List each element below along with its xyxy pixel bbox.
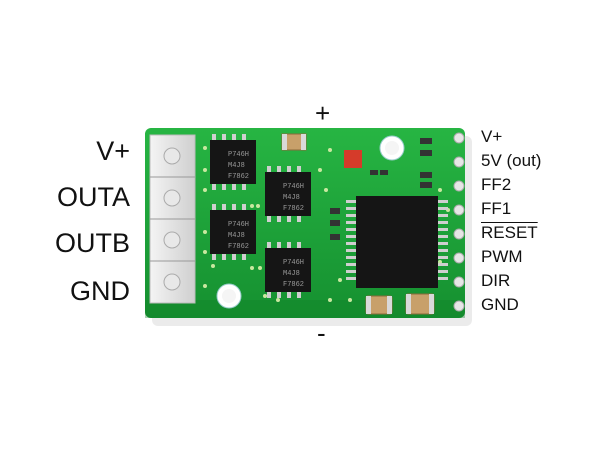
terminal-block bbox=[149, 134, 196, 304]
pin-label-ff2: FF2 bbox=[481, 175, 512, 194]
pin-label-ff1: FF1 bbox=[481, 199, 512, 218]
pin-label-pwm: PWM bbox=[481, 247, 523, 266]
chip-marking: F7862 bbox=[228, 243, 249, 251]
terminal-pad bbox=[163, 147, 181, 165]
chip-marking: P746H bbox=[283, 259, 304, 267]
pin-label-gnd: GND bbox=[70, 276, 130, 306]
chip-marking: P746H bbox=[283, 183, 304, 191]
pin-label-outb: OUTB bbox=[54, 228, 130, 258]
pin-label-dir: DIR bbox=[481, 271, 511, 290]
chip-marking: M4J8 bbox=[228, 232, 245, 240]
terminal-pad bbox=[163, 189, 181, 207]
mosfet-chip bbox=[265, 242, 311, 298]
mosfet-chip bbox=[210, 134, 256, 190]
pin-label-gnd-right: GND bbox=[481, 295, 519, 314]
chip-marking: M4J8 bbox=[283, 194, 300, 202]
pin-label-outa: OUTA bbox=[57, 182, 130, 212]
chip-marking: M4J8 bbox=[283, 270, 300, 278]
chip-marking: F7862 bbox=[283, 205, 304, 213]
driver-ic bbox=[346, 196, 448, 288]
via-pattern bbox=[203, 146, 450, 302]
pin-label-v-plus: V+ bbox=[96, 136, 130, 166]
mounting-hole-inner bbox=[385, 141, 399, 155]
terminal-pad bbox=[163, 273, 181, 291]
chip-marking: P746H bbox=[228, 151, 249, 159]
chip-marking: F7862 bbox=[228, 173, 249, 181]
chip-marking: F7862 bbox=[283, 281, 304, 289]
pin-label-v-plus-right: V+ bbox=[481, 127, 503, 146]
polarity-minus-label: - bbox=[317, 318, 326, 348]
smd-components bbox=[281, 133, 435, 315]
mounting-hole-inner bbox=[222, 289, 236, 303]
polarity-plus-label: + bbox=[315, 98, 331, 128]
mosfet-chip bbox=[265, 166, 311, 222]
chip-marking: M4J8 bbox=[228, 162, 245, 170]
chip-marking: P746H bbox=[228, 221, 249, 229]
terminal-pad bbox=[163, 231, 181, 249]
pin-label-5v-out: 5V (out) bbox=[481, 151, 542, 170]
pin-label-reset: RESET bbox=[481, 223, 538, 242]
header-pins bbox=[453, 132, 465, 312]
mosfet-chip bbox=[210, 204, 256, 260]
